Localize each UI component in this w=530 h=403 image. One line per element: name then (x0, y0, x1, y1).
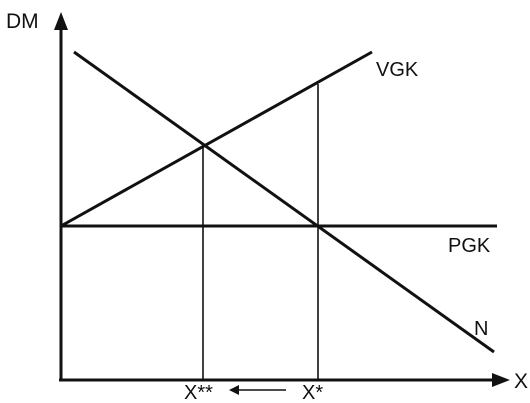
vgk-label: VGK (376, 59, 419, 81)
n-label: N (474, 318, 488, 340)
n-curve (73, 50, 495, 354)
x-axis-arrowhead (492, 373, 510, 387)
shift-arrow-icon (229, 385, 286, 395)
x-axis-label: X (514, 370, 528, 393)
x-double-star-label: X** (184, 382, 213, 403)
vgk-curve (60, 50, 373, 228)
x-star-label: X* (302, 382, 323, 403)
y-axis-label: DM (6, 10, 39, 33)
pgk-label: PGK (448, 235, 491, 257)
y-axis-arrowhead (54, 12, 68, 30)
